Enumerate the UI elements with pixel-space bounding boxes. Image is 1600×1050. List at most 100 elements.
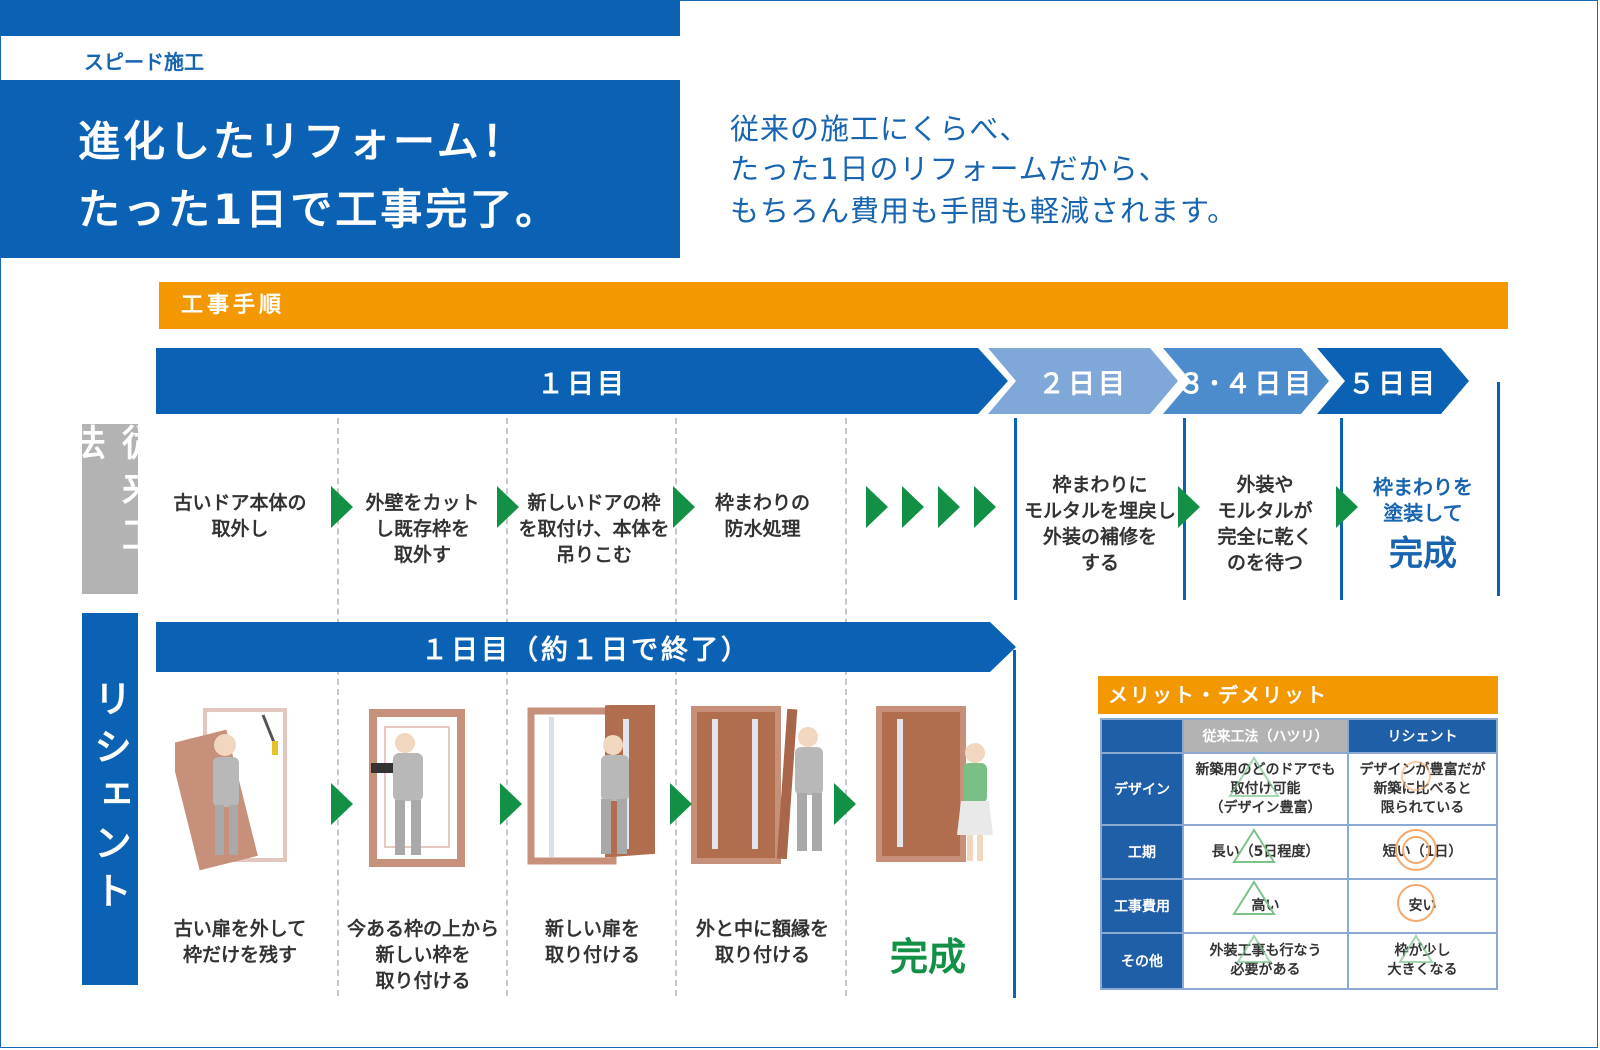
conv-final-step: 枠まわりを 塗装して 完成: [1350, 474, 1496, 575]
rec-complete-label: 完成: [890, 935, 967, 979]
intro-line-3: もちろん費用も手間も軽減されます。: [730, 194, 1238, 228]
day-2-banner: ２日目: [988, 348, 1178, 414]
arrow-icon: [670, 783, 692, 825]
circle-icon: [1401, 761, 1431, 791]
triangle-icon: [1228, 756, 1280, 797]
arrow-icon: [1178, 486, 1200, 528]
merit-title: メリット・デメリット: [1098, 676, 1498, 714]
step-text: し既存枠を: [374, 518, 470, 540]
column-divider: [845, 418, 847, 996]
day-1-banner: １日目: [156, 348, 1008, 414]
column-divider: [506, 418, 508, 996]
merit-row-label: 工期: [1100, 824, 1184, 880]
column-divider: [675, 418, 677, 996]
day-5-banner: ５日目: [1317, 348, 1469, 414]
step-text: 取外す: [393, 544, 451, 566]
remove-door-illustration: [175, 708, 287, 870]
arrow-icon: [497, 486, 519, 528]
step-text: のを待つ: [1226, 552, 1303, 574]
conv-step-5: 枠まわりに モルタルを埋戻し 外装の補修を する: [1015, 472, 1185, 576]
headline-line-2: たった1日で工事完了。: [78, 185, 561, 234]
step-text: 防水処理: [724, 518, 801, 540]
rec-step-1: 古い扉を外して 枠だけを残す: [160, 916, 320, 968]
completed-door-illustration: [876, 706, 993, 862]
conventional-label: 従来工法: [64, 424, 157, 594]
arrow-icon: [1336, 486, 1358, 528]
conv-step-1: 古いドア本体の 取外し: [160, 490, 320, 542]
process-title: 工事手順: [159, 282, 1508, 329]
double-circle-inner: [1402, 836, 1430, 864]
conv-step-3: 新しいドアの枠 を取付け、本体を 吊りこむ: [513, 490, 675, 568]
day-2-label: ２日目: [1038, 368, 1128, 400]
step-text: 枠だけを残す: [182, 944, 297, 966]
merit-cell-conv: 新築用のどのドアでも取付け可能（デザイン豊富）: [1182, 752, 1349, 826]
arrow-icon: [331, 783, 353, 825]
cell-text: 大きくなる: [1387, 962, 1458, 978]
rec-step-4: 外と中に額縁を 取り付ける: [680, 916, 845, 968]
merit-cell-rec: 枠が少し大きくなる: [1346, 932, 1499, 990]
step-text: 新しいドアの枠: [527, 492, 661, 514]
arrow-icon: [902, 486, 924, 528]
rec-step-2: 今ある枠の上から 新しい枠を 取り付ける: [340, 916, 506, 994]
merit-row-label: デザイン: [1100, 752, 1184, 826]
step-text: 枠まわりの: [714, 492, 810, 514]
step-text: モルタルが: [1217, 500, 1313, 522]
step-text: 古いドア本体の: [173, 492, 307, 514]
intro-line-1: 従来の施工にくらべ、: [730, 112, 1030, 146]
cell-text: 取付け可能: [1230, 780, 1301, 797]
triangle-icon: [1236, 934, 1272, 963]
day-5-label: ５日目: [1348, 368, 1438, 400]
day-3-4-label: ３･４日目: [1177, 368, 1315, 400]
arrow-icon: [500, 783, 522, 825]
conv-step-6: 外装や モルタルが 完全に乾く のを待つ: [1195, 472, 1335, 576]
install-frame-illustration: [369, 709, 465, 867]
day-5-end-line: [1497, 382, 1500, 596]
cell-text: 外装工事も行なう: [1209, 943, 1322, 959]
step-text: 今ある枠の上から: [346, 918, 499, 940]
arrow-icon: [866, 486, 888, 528]
step-text: 外と中に額縁を: [695, 918, 829, 940]
recent-label: リシェント: [82, 613, 138, 985]
step-text: 塗装して: [1383, 501, 1463, 525]
merit-corner-cell: [1100, 718, 1184, 754]
step-text: 取り付ける: [544, 944, 640, 966]
rec-step-3: 新しい扉を 取り付ける: [515, 916, 670, 968]
arrow-icon: [938, 486, 960, 528]
recent-day-label: １日目（約１日で終了）: [421, 634, 751, 666]
day-1-label: １日目: [537, 368, 627, 400]
headline-line-1: 進化したリフォーム！: [78, 117, 527, 166]
hero-panel: [0, 80, 680, 258]
triangle-icon: [1232, 880, 1276, 915]
cell-text: 高い: [1251, 897, 1280, 914]
conv-step-4: 枠まわりの 防水処理: [690, 490, 835, 542]
arrow-icon: [331, 486, 353, 528]
triangle-icon: [1232, 828, 1276, 863]
arrow-icon: [834, 783, 856, 825]
step-text: 外装や: [1236, 474, 1294, 496]
install-door-illustration: [527, 705, 655, 865]
step-text: 取り付ける: [375, 970, 471, 992]
merit-col-recent: リシェント: [1346, 718, 1499, 754]
merit-cell-conv: 長い（5日程度）: [1182, 824, 1349, 880]
step-text: 取り付ける: [714, 944, 810, 966]
recent-day-banner: １日目（約１日で終了）: [156, 622, 1016, 672]
arrow-icon: [673, 486, 695, 528]
top-blue-bar: [0, 0, 680, 36]
circle-icon: [1397, 884, 1435, 922]
triangle-icon: [1398, 934, 1434, 963]
install-casing-illustration: [691, 706, 823, 864]
merit-row-label: 工事費用: [1100, 878, 1184, 934]
step-text: 新しい扉を: [544, 918, 640, 940]
merit-cell-conv: 高い: [1182, 878, 1349, 934]
cell-text: 安い: [1408, 897, 1437, 914]
step-text: 完全に乾く: [1217, 526, 1313, 548]
step-text: モルタルを埋戻し: [1023, 500, 1176, 522]
merit-table: 従来工法（ハツリ） リシェント デザイン 新築用のどのドアでも取付け可能（デザイ…: [1100, 718, 1499, 990]
merit-rating-marks: [1228, 756, 1437, 963]
column-divider: [337, 418, 339, 996]
cell-text: 必要がある: [1230, 962, 1301, 978]
arrow-icon: [974, 486, 996, 528]
merit-col-conventional: 従来工法（ハツリ）: [1182, 718, 1349, 754]
step-text: 新しい枠を: [375, 944, 471, 966]
